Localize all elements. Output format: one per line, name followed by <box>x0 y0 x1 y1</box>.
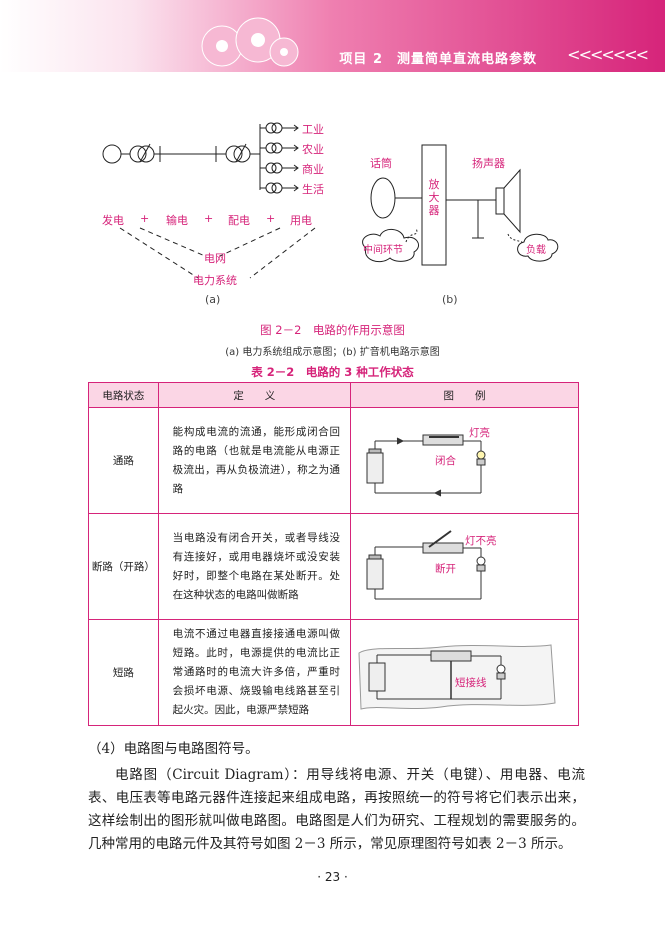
example-label-open: 断开 <box>434 562 456 575</box>
definition-cell: 电流不通过电器直接接通电源叫做短路。此时，电源提供的电流比正常通路时的电流大许多… <box>157 619 351 726</box>
label-load: 负载 <box>526 245 546 256</box>
section-heading: （4）电路图与电路图符号。 <box>88 741 259 757</box>
figure-caption-title: 图 2－2 电路的作用示意图 <box>260 323 405 337</box>
example-label-closed: 闭合 <box>434 454 456 467</box>
label-agriculture: 农业 <box>302 143 324 156</box>
short-circuit-illustration <box>358 643 556 710</box>
label-grid: 电网 <box>204 252 226 265</box>
paragraph: 电路图（Circuit Diagram）：用导线将电源、开关（电键）、用电器、电… <box>88 767 585 852</box>
subfigure-b-label: (b) <box>442 293 458 306</box>
label-plus: + <box>266 212 276 225</box>
label-power-system: 电力系统 <box>193 274 237 287</box>
table-header-row: 电路状态 定 义 图 例 <box>88 382 580 408</box>
label-speaker: 扬声器 <box>472 157 505 170</box>
state-cell: 通路 <box>88 407 159 514</box>
example-label-light-off: 灯不亮 <box>464 534 497 547</box>
table-row: 断路（开路） 当电路没有闭合开关，或者导线没有连接好，或用电器烧坏或没安装好时，… <box>88 513 580 620</box>
page-number: · 23 · <box>317 870 348 884</box>
definition-cell: 当电路没有闭合开关，或者导线没有连接好，或用电器烧坏或没安装好时，即整个电路在某… <box>157 513 351 620</box>
circuit-states-table: 电路状态 定 义 图 例 通路 能构成电流的流通，能形成闭合回路的电路（也就是电… <box>88 382 580 726</box>
example-label-light-on: 灯亮 <box>468 426 490 439</box>
label-plus: + <box>204 212 214 225</box>
page-header-band: 项目 2 测量简单直流电路参数 <<<<<<< <box>0 0 665 72</box>
label-plus: + <box>140 212 150 225</box>
definition-cell: 能构成电流的流通，能形成闭合回路的电路（也就是电流能从电源正极流出，再从负极流进… <box>157 407 351 514</box>
label-living: 生活 <box>302 183 324 196</box>
label-distribution: 配电 <box>228 214 250 227</box>
example-cell: 短接线 <box>349 619 580 726</box>
label-consumption: 用电 <box>290 214 312 227</box>
example-cell: 灯不亮 断开 <box>349 513 580 620</box>
column-header: 定 义 <box>157 382 351 408</box>
label-microphone: 话筒 <box>370 157 392 170</box>
open-circuit-illustration <box>366 529 486 599</box>
table-row: 通路 能构成电流的流通，能形成闭合回路的电路（也就是电流能从电源正极流出，再从负… <box>88 407 580 514</box>
label-generation: 发电 <box>102 214 124 227</box>
subfigure-a-label: (a) <box>205 293 221 306</box>
label-amplifier: 放大器 <box>428 178 440 217</box>
label-commerce: 商业 <box>302 163 324 176</box>
figure-drawing <box>102 122 559 279</box>
label-transmission: 输电 <box>166 214 188 227</box>
column-header: 电路状态 <box>88 382 159 408</box>
table-title: 表 2－2 电路的 3 种工作状态 <box>251 365 414 379</box>
column-header: 图 例 <box>349 382 580 408</box>
table-row: 短路 电流不通过电器直接接通电源叫做短路。此时，电源提供的电流比正常通路时的电流… <box>88 619 580 726</box>
label-intermediate: 中间环节 <box>363 245 403 256</box>
gear-icon <box>201 17 299 67</box>
state-cell: 断路（开路） <box>88 513 159 620</box>
state-cell: 短路 <box>88 619 159 726</box>
example-cell: 灯亮 闭合 <box>349 407 580 514</box>
closed-circuit-illustration <box>366 434 486 496</box>
chapter-title: 项目 2 测量简单直流电路参数 <box>339 52 537 67</box>
example-label-short-wire: 短接线 <box>454 676 487 689</box>
figure-caption-subtitle: (a) 电力系统组成示意图；(b) 扩音机电路示意图 <box>225 347 440 358</box>
figure-2-2: 工业 农业 商业 生活 发电 + 输电 + 配电 + 用电 电网 电力系统 (a… <box>80 100 600 315</box>
label-industry: 工业 <box>302 123 324 136</box>
chevron-decoration-icon: <<<<<<< <box>567 45 649 64</box>
